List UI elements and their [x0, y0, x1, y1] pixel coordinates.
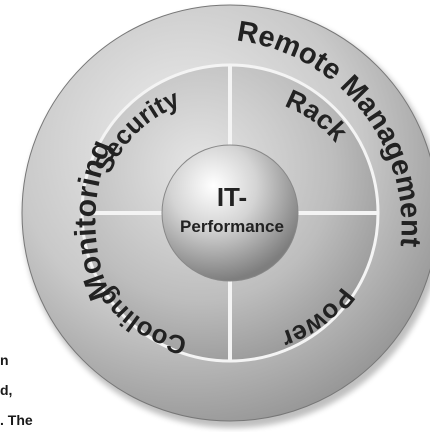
text-fragment-1: n — [0, 352, 9, 368]
text-fragment-3: . The — [0, 412, 33, 428]
center-title-line1: IT- — [217, 182, 247, 212]
text-fragment-2: d, — [0, 382, 13, 398]
center-title-line2: Performance — [180, 217, 284, 236]
center-ball — [161, 144, 299, 282]
